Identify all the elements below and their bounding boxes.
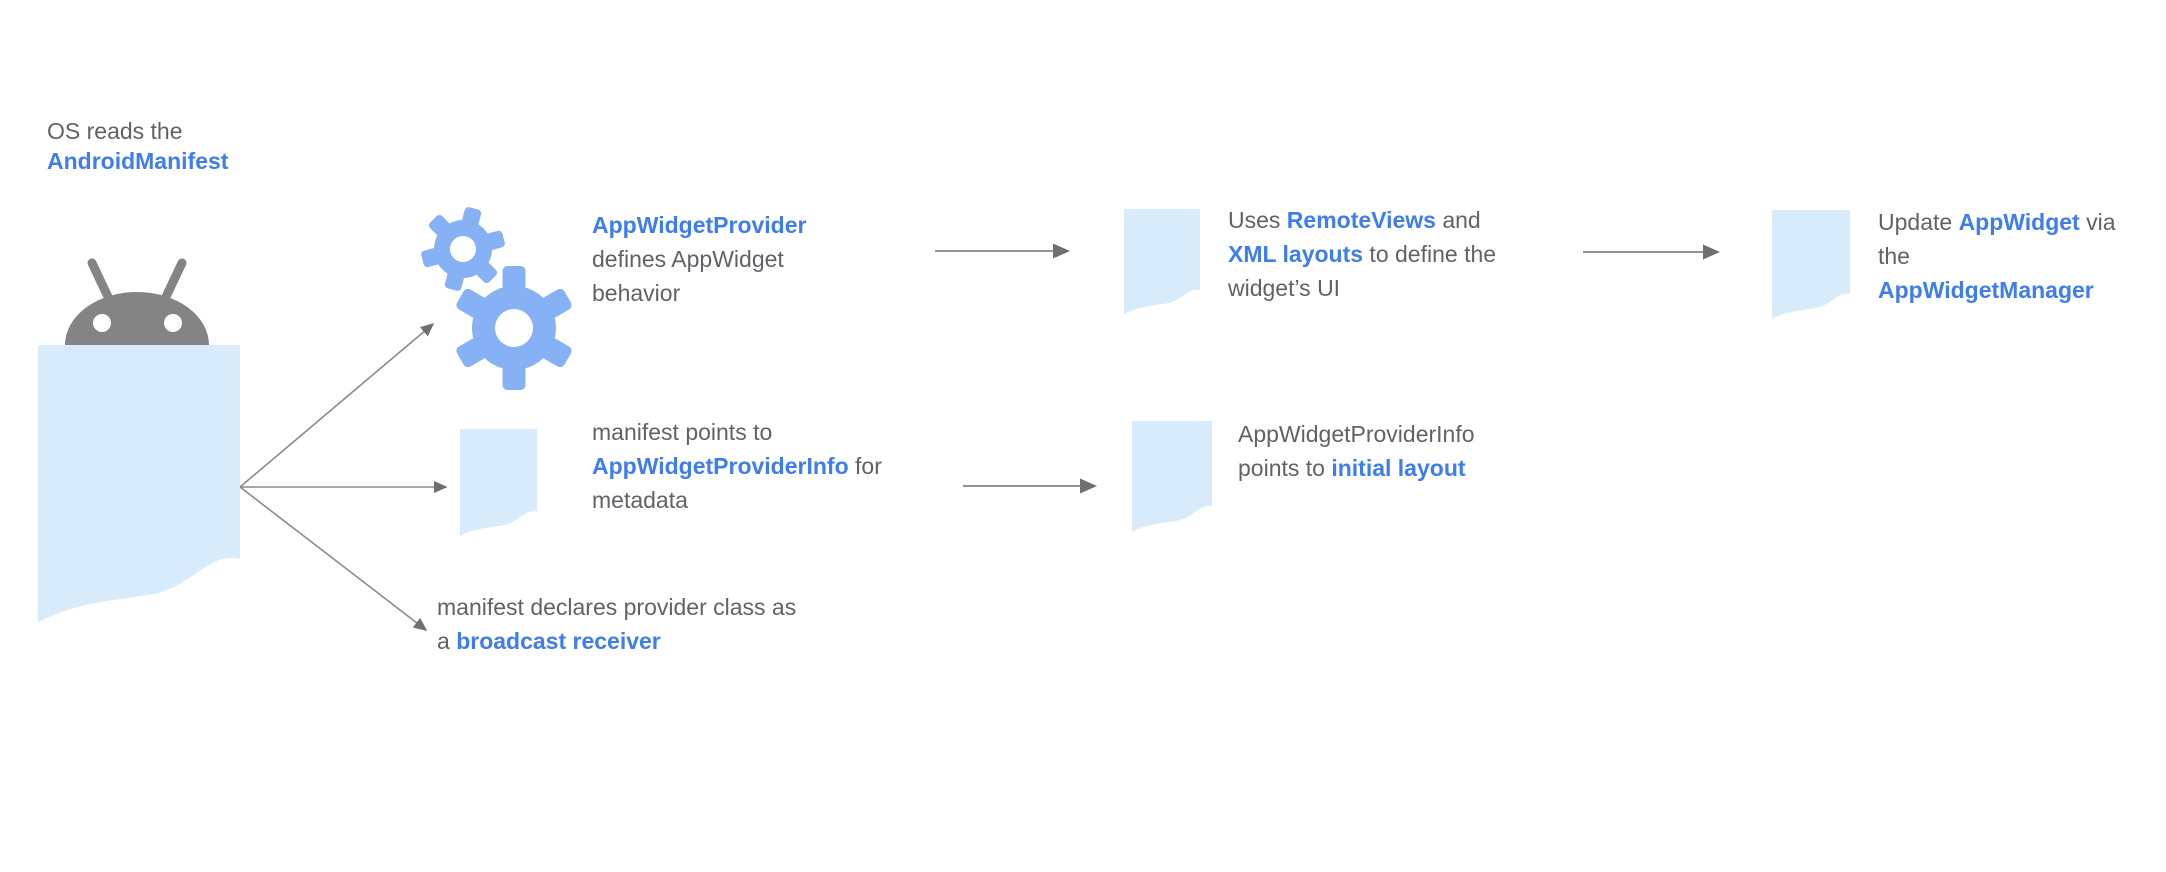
caption-text: widget’s UI — [1228, 275, 1341, 301]
caption-text: manifest points to — [592, 419, 773, 445]
manifest-document-icon — [38, 345, 240, 623]
document-icon — [460, 429, 537, 536]
document-icon — [1772, 210, 1850, 319]
caption-text: Update — [1878, 209, 1959, 235]
arrow-manifest-to-gears — [239, 322, 435, 488]
update-caption: Update AppWidget via the AppWidgetManage… — [1878, 205, 2116, 307]
appwidgetmanager-link[interactable]: AppWidgetManager — [1878, 277, 2094, 303]
caption-text: the — [1878, 243, 1910, 269]
android-robot-icon — [65, 258, 209, 345]
caption-text: behavior — [592, 280, 681, 306]
initial-layout-link[interactable]: initial layout — [1331, 455, 1466, 481]
caption-text: to define the — [1363, 241, 1497, 267]
document-icon — [1132, 421, 1212, 532]
remoteviews-link[interactable]: RemoteViews — [1286, 207, 1436, 233]
caption-text: a — [437, 628, 457, 654]
os-reads-label: OS reads the AndroidManifest — [47, 116, 228, 176]
provider-info-caption: AppWidgetProviderInfo points to initial … — [1238, 417, 1475, 485]
caption-text: points to — [1238, 455, 1332, 481]
metadata-caption: manifest points to AppWidgetProviderInfo… — [592, 415, 882, 517]
broadcast-receiver-link[interactable]: broadcast receiver — [456, 628, 661, 654]
appwidgetproviderinfo-link[interactable]: AppWidgetProviderInfo — [592, 453, 849, 479]
caption-text: AppWidgetProviderInfo — [1238, 421, 1475, 447]
caption-text: Uses — [1228, 207, 1287, 233]
xml-layouts-link[interactable]: XML layouts — [1228, 241, 1364, 267]
appwidget-link[interactable]: AppWidget — [1958, 209, 2080, 235]
appwidgetprovider-link[interactable]: AppWidgetProvider — [592, 212, 807, 238]
document-icon — [1124, 209, 1200, 314]
caption-text: manifest declares provider class as — [437, 594, 797, 620]
caption-text: and — [1435, 207, 1481, 233]
caption-text: defines AppWidget — [592, 246, 784, 272]
caption-text: for — [848, 453, 882, 479]
caption-text: via — [2079, 209, 2116, 235]
provider-caption: AppWidgetProvider defines AppWidget beha… — [592, 208, 806, 310]
remoteviews-caption: Uses RemoteViews and XML layouts to defi… — [1228, 203, 1496, 305]
os-label-text: OS reads the — [47, 118, 183, 144]
broadcast-caption: manifest declares provider class as a br… — [437, 590, 796, 658]
gears-icon — [421, 207, 572, 390]
caption-text: metadata — [592, 487, 688, 513]
androidmanifest-link[interactable]: AndroidManifest — [47, 148, 229, 174]
arrow-manifest-to-broadcast — [239, 486, 428, 631]
